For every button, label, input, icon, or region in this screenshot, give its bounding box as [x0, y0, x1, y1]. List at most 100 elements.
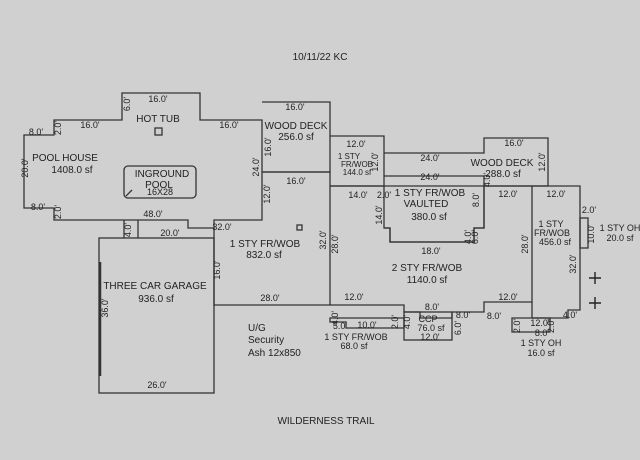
oh-front-outline: [511, 317, 551, 333]
wood-deck-2-area: 288.0 sf: [485, 169, 521, 180]
plus-marker-2: [589, 297, 601, 309]
dim-label: 16.0': [80, 120, 100, 130]
dim-label: 12.0': [498, 292, 518, 302]
ccp-name: CCP: [418, 314, 437, 324]
dim-label: 28.0': [260, 293, 280, 303]
dim-label: 2.0': [53, 121, 63, 136]
dim-label: 14.0': [348, 190, 368, 200]
wood-deck-1-name: WOOD DECK: [265, 121, 328, 132]
dim-label: 28.0': [520, 234, 530, 254]
dim-label: 8.0': [535, 328, 550, 338]
fr-wob-144-line1: 1 STY: [338, 152, 361, 161]
pool-house-outline: [23, 92, 263, 229]
dim-label: 16.0': [212, 260, 222, 280]
dim-label: 14.0': [374, 205, 384, 225]
dim-label: 32.0': [568, 254, 578, 274]
sketch-date: 10/11/22 KC: [293, 52, 348, 63]
hot-tub-icon: [154, 127, 163, 136]
plus-marker-1: [589, 272, 601, 284]
dim-label: 16.0': [286, 176, 306, 186]
ug-line2: Security: [248, 335, 284, 346]
dim-label: 12.0': [537, 152, 547, 172]
east-wing-area: 456.0 sf: [539, 237, 572, 247]
main-2sty-outline: [330, 185, 533, 319]
ccp-outline: [403, 311, 453, 341]
dim-label: 16.0': [263, 137, 273, 157]
dim-label: 32.0': [212, 222, 232, 232]
dim-label: 48.0': [143, 209, 163, 219]
east-wing-line2: FR/WOB: [534, 228, 570, 238]
dim-label: 4.0': [563, 310, 578, 320]
dim-label: 16.0': [148, 94, 168, 104]
dim-label: 2.0': [582, 205, 597, 215]
dim-label: 12.0': [530, 318, 550, 328]
dim-label: 36.0': [100, 298, 110, 318]
dim-label: 4.0': [482, 173, 492, 188]
dim-label: 4.0': [463, 230, 473, 245]
dim-label: 32.0': [318, 230, 328, 250]
pool-house-area: 1408.0 sf: [51, 165, 92, 176]
inground-pool-outline: [123, 165, 197, 199]
dim-label: 6.0': [122, 97, 132, 112]
oh-east-outline: [579, 217, 589, 249]
main-2sty-area: 1140.0 sf: [407, 275, 448, 286]
dim-label: 28.0': [330, 234, 340, 254]
oh-front-area: 16.0 sf: [527, 348, 555, 358]
dim-label: 24.0': [251, 157, 261, 177]
wood-deck-2-outline: [384, 137, 549, 187]
dim-label: 2.0': [512, 319, 522, 334]
dim-label: 10.0': [586, 224, 596, 244]
dim-label: 2.0': [546, 319, 556, 334]
main-1sty-name: 1 STY FR/WOB: [230, 239, 301, 250]
dim-label: 8.0': [456, 310, 471, 320]
dim-label: 26.0': [147, 380, 167, 390]
pool-house-name: POOL HOUSE: [32, 153, 98, 164]
fr-wob-144-line2: FR/WOB: [341, 160, 373, 169]
garage-connector: [123, 220, 139, 238]
oh-front-name: 1 STY OH: [521, 338, 562, 348]
dim-label: 12.0': [344, 292, 364, 302]
dim-label: 6.0': [470, 230, 480, 245]
dim-label: 12.0': [262, 184, 272, 204]
garage-area: 936.0 sf: [138, 294, 174, 305]
dim-label: 24.0': [420, 153, 440, 163]
dim-label: 12.0': [370, 152, 380, 172]
ccp-area: 76.0 sf: [417, 323, 445, 333]
oh-east-area: 20.0 sf: [606, 233, 634, 243]
dim-label: 12.0': [498, 189, 518, 199]
dim-label: 4.0': [123, 223, 133, 238]
dim-label: 2.0': [53, 205, 63, 220]
fr-wob-68-area: 68.0 sf: [340, 341, 368, 351]
dim-label: 8.0': [487, 311, 502, 321]
dim-label: 24.0': [420, 172, 440, 182]
dim-label: 10.0': [357, 320, 377, 330]
wood-deck-1-area: 256.0 sf: [278, 132, 314, 143]
dim-label: 20.0': [160, 228, 180, 238]
dim-label: 4.0': [330, 311, 340, 326]
dim-label: 20.0': [20, 158, 30, 178]
pool-label-1: INGROUND: [135, 169, 189, 180]
wood-deck-2-name: WOOD DECK: [471, 158, 534, 169]
main-2sty-name: 2 STY FR/WOB: [392, 263, 463, 274]
dim-label: 12.0': [346, 139, 366, 149]
main-1sty-area: 832.0 sf: [246, 250, 282, 261]
garage-name: THREE CAR GARAGE: [103, 281, 207, 292]
ug-line1: U/G: [248, 323, 266, 334]
vaulted-line2: VAULTED: [404, 199, 449, 210]
pool-size: 16X28: [147, 187, 173, 197]
fr-wob-68-name: 1 STY FR/WOB: [324, 332, 387, 342]
dim-label: 16.0': [504, 138, 524, 148]
dim-label: 2.0': [390, 315, 400, 330]
dim-label: 8.0': [31, 202, 46, 212]
pool-label-2: POOL: [145, 180, 173, 191]
vaulted-line1: 1 STY FR/WOB: [395, 188, 466, 199]
dim-label: 5.0': [333, 321, 348, 331]
dim-label: 12.0': [546, 189, 566, 199]
dim-label: 4.0': [402, 315, 412, 330]
dim-label: 8.0': [471, 193, 481, 208]
dim-label: 8.0': [29, 127, 44, 137]
dim-label: 8.0': [425, 302, 440, 312]
fr-wob-144-area: 144.0 sf: [343, 168, 372, 177]
